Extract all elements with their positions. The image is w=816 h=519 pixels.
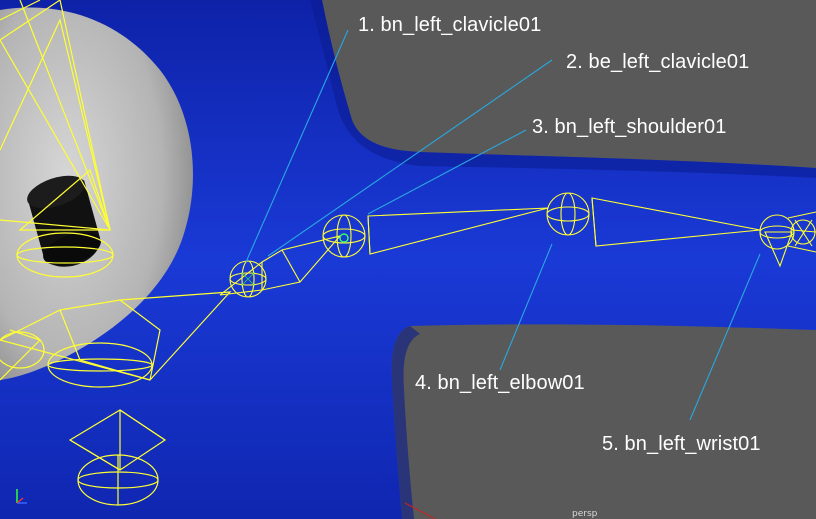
callout-line-3 <box>367 129 527 215</box>
head-sphere[interactable] <box>0 7 193 381</box>
elbow-joint[interactable] <box>546 192 590 236</box>
annotation-bn-left-shoulder01: 3. bn_left_shoulder01 <box>532 116 727 138</box>
shoulder-joint[interactable] <box>322 214 366 258</box>
black-cylinder[interactable] <box>23 169 105 271</box>
annotation-be-left-clavicle01: 2. be_left_clavicle01 <box>566 51 750 73</box>
annotation-bn-left-elbow01: 4. bn_left_elbow01 <box>415 372 585 394</box>
grid-axis-line <box>404 502 436 519</box>
callout-line-5 <box>689 253 761 421</box>
callout-line-2 <box>267 59 553 257</box>
annotation-bn-left-wrist01: 5. bn_left_wrist01 <box>602 433 761 455</box>
locator-marker[interactable] <box>339 233 349 243</box>
joint-wireframes-left[interactable] <box>0 0 232 506</box>
camera-label: persp <box>572 509 598 519</box>
clavicle-pivot-marker <box>240 271 256 287</box>
callout-line-1 <box>245 29 349 263</box>
callout-lines <box>245 29 761 421</box>
arm-joint-chain[interactable] <box>219 192 816 298</box>
mesh-shadow-lower <box>391 326 420 519</box>
callout-line-4 <box>499 243 553 371</box>
annotation-bn-left-clavicle01: 1. bn_left_clavicle01 <box>358 14 542 36</box>
xyz-axis-icon <box>16 489 27 504</box>
wrist-joint[interactable] <box>759 211 816 268</box>
